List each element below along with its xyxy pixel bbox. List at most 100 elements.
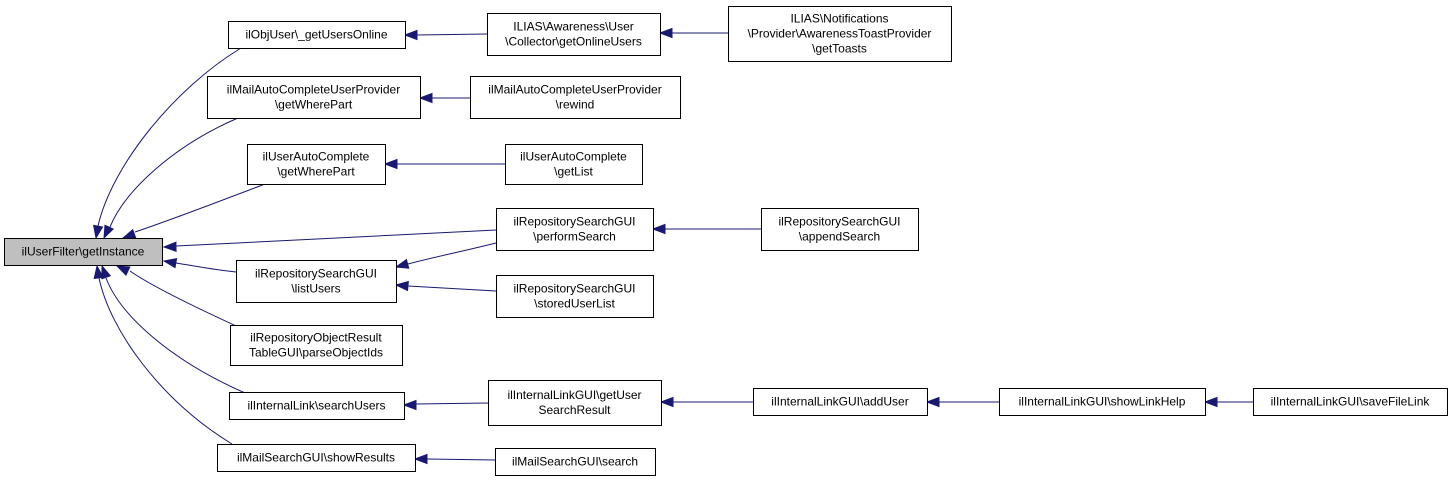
edge-objresult-to-root	[115, 265, 246, 331]
node-label: \Provider\AwarenessToastProvider	[748, 27, 932, 41]
arrowhead-icon	[651, 223, 666, 235]
node-label: ilInternalLinkGUI\addUser	[771, 395, 908, 409]
arrowhead-icon	[93, 264, 104, 280]
node-mailrewind[interactable]: ilMailAutoCompleteUserProvider\rewind	[470, 76, 681, 119]
edge-usergetlist-to-userac	[383, 158, 505, 170]
node-savefile[interactable]: ilInternalLinkGUI\saveFileLink	[1253, 388, 1448, 416]
edge-line	[129, 270, 246, 331]
node-box	[505, 144, 643, 185]
arrowhead-icon	[121, 228, 137, 239]
node-searchusers[interactable]: ilInternalLink\searchUsers	[229, 392, 405, 420]
edge-line	[407, 285, 497, 292]
node-box	[470, 76, 681, 119]
arrowhead-icon	[402, 399, 417, 411]
node-label: \listUsers	[291, 282, 340, 296]
node-box	[999, 388, 1206, 416]
edge-mailshow-to-root	[93, 264, 233, 445]
node-usergetlist[interactable]: ilUserAutoComplete\getList	[505, 144, 643, 185]
node-label: ilRepositorySearchGUI	[513, 215, 635, 229]
node-box	[228, 21, 406, 49]
edge-savefile-to-showhelp	[1203, 396, 1253, 408]
edge-showhelp-to-adduser	[925, 396, 999, 408]
edge-line	[416, 33, 488, 36]
arrowhead-icon	[403, 29, 418, 41]
node-label: \rewind	[556, 98, 595, 112]
edge-perform-to-listusers	[394, 242, 497, 269]
node-notif[interactable]: ILIAS\Notifications\Provider\AwarenessTo…	[728, 6, 952, 62]
node-label: \Collector\getOnlineUsers	[505, 35, 642, 49]
node-objuser[interactable]: ilObjUser\_getUsersOnline	[228, 21, 406, 49]
node-label: ILIAS\Awareness\User	[513, 20, 634, 34]
arrowhead-icon	[103, 224, 115, 240]
node-label: TableGUI\parseObjectIds	[249, 346, 383, 360]
edge-line	[175, 229, 497, 247]
edge-searchusers-to-root	[101, 264, 246, 394]
node-box	[217, 444, 416, 472]
node-label: ilMailAutoCompleteUserProvider	[488, 83, 661, 97]
edges	[93, 27, 1253, 465]
node-label: \getWherePart	[275, 98, 353, 112]
edge-line	[407, 242, 497, 265]
node-mailsearch[interactable]: ilMailSearchGUI\search	[495, 448, 656, 476]
node-label: \storedUserList	[534, 297, 615, 311]
node-stored[interactable]: ilRepositorySearchGUI\storedUserList	[496, 275, 654, 318]
node-adduser[interactable]: ilInternalLinkGUI\addUser	[753, 388, 928, 416]
edge-line	[426, 458, 496, 461]
arrowhead-icon	[162, 241, 177, 253]
arrowhead-icon	[659, 396, 674, 408]
node-label: ilRepositoryObjectResult	[250, 331, 382, 345]
edge-listusers-to-root	[162, 258, 237, 273]
edge-stored-to-listusers	[394, 280, 497, 292]
node-showhelp[interactable]: ilInternalLinkGUI\showLinkHelp	[999, 388, 1206, 416]
arrowhead-icon	[115, 265, 131, 277]
node-label: SearchResult	[538, 403, 611, 417]
node-box	[207, 76, 421, 119]
node-box	[247, 144, 386, 185]
node-box	[488, 380, 662, 426]
edge-adduser-to-getuser	[659, 396, 753, 408]
edge-getuser-to-searchusers	[402, 399, 489, 411]
edge-line	[97, 47, 242, 227]
node-label: \getList	[554, 165, 593, 179]
node-box	[728, 6, 952, 62]
node-label: ilInternalLinkGUI\showLinkHelp	[1019, 395, 1186, 409]
arrowhead-icon	[93, 224, 104, 240]
edge-mailrewind-to-mailac	[418, 92, 470, 104]
edge-mailac-to-root	[103, 117, 239, 240]
node-perform[interactable]: ilRepositorySearchGUI\performSearch	[496, 208, 654, 251]
node-box	[496, 208, 654, 251]
arrowhead-icon	[925, 396, 940, 408]
node-label: ilMailAutoCompleteUserProvider	[227, 83, 400, 97]
node-listusers[interactable]: ilRepositorySearchGUI\listUsers	[236, 260, 397, 303]
node-box	[229, 392, 405, 420]
node-box	[753, 388, 928, 416]
node-box	[487, 13, 661, 56]
node-label: \performSearch	[533, 230, 616, 244]
arrowhead-icon	[1203, 396, 1218, 408]
nodes: ilUserFilter\getInstance ilObjUser\_getUs…	[4, 6, 1448, 476]
node-objresult[interactable]: ilRepositoryObjectResultTableGUI\parseOb…	[230, 325, 403, 366]
edge-line	[109, 117, 239, 228]
node-box	[1253, 388, 1448, 416]
node-label: ilUserAutoComplete	[263, 150, 370, 164]
arrowhead-icon	[413, 453, 428, 465]
node-mailac[interactable]: ilMailAutoCompleteUserProvider\getWhereP…	[207, 76, 421, 119]
node-label: ilMailSearchGUI\search	[512, 455, 638, 469]
edge-mailsearch-to-mailshow	[413, 453, 496, 465]
node-label: ilInternalLinkGUI\getUser	[507, 388, 641, 402]
node-label: ILIAS\Notifications	[790, 12, 888, 26]
node-label: ilRepositorySearchGUI	[513, 282, 635, 296]
arrowhead-icon	[101, 264, 112, 280]
arrowhead-icon	[383, 158, 398, 170]
node-box	[496, 275, 654, 318]
node-label: ilMailSearchGUI\showResults	[237, 451, 395, 465]
edge-perform-to-root	[162, 229, 497, 253]
node-awareness[interactable]: ILIAS\Awareness\User\Collector\getOnline…	[487, 13, 661, 56]
edge-notif-to-awareness	[658, 27, 728, 39]
node-userac[interactable]: ilUserAutoComplete\getWherePart	[247, 144, 386, 185]
edge-line	[415, 402, 489, 405]
node-mailshow[interactable]: ilMailSearchGUI\showResults	[217, 444, 416, 472]
node-append[interactable]: ilRepositorySearchGUI\appendSearch	[761, 208, 919, 251]
node-root[interactable]: ilUserFilter\getInstance	[4, 238, 163, 266]
